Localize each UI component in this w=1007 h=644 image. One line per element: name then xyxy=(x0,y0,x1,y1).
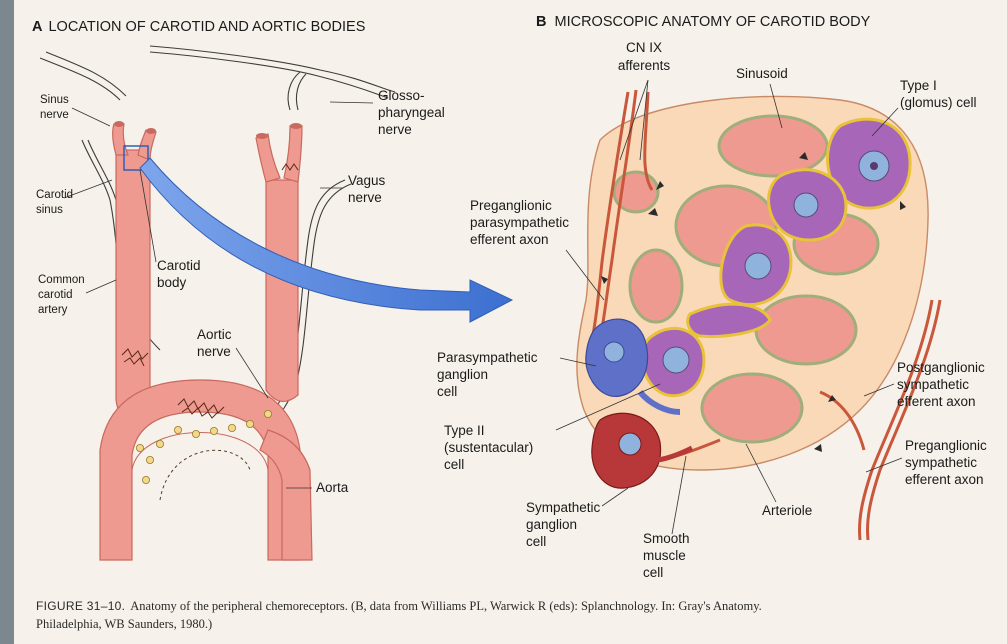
left-external-carotid xyxy=(138,130,156,160)
label-arteriole: Arteriole xyxy=(762,503,812,518)
caption-line-1: FIGURE 31–10.Anatomy of the peripheral c… xyxy=(36,599,762,613)
left-internal-carotid xyxy=(113,124,128,155)
label-sinusoid: Sinusoid xyxy=(736,66,788,81)
right-external-carotid xyxy=(284,126,302,182)
aortic-bodies xyxy=(136,410,271,483)
vessel-lumen xyxy=(146,128,156,134)
label-aorta: Aorta xyxy=(316,480,349,495)
label-type-ii-cell: Type II(sustentacular)cell xyxy=(444,423,533,472)
right-common-carotid xyxy=(266,180,298,401)
vessel-lumen xyxy=(256,133,268,139)
left-common-carotid xyxy=(116,150,150,423)
label-type-i-cell: Type I(glomus) cell xyxy=(900,78,977,110)
caption-line-2: Philadelphia, WB Saunders, 1980.) xyxy=(36,617,212,631)
figure-caption: FIGURE 31–10.Anatomy of the peripheral c… xyxy=(36,599,762,631)
vessel-lumen xyxy=(114,121,124,127)
vessel-lumen xyxy=(290,123,302,129)
right-internal-carotid xyxy=(256,134,280,182)
magnify-arrow xyxy=(140,158,512,322)
